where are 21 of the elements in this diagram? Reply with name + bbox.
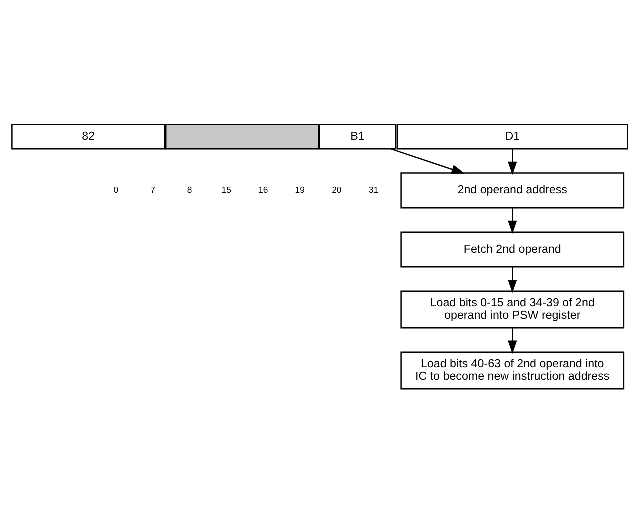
- node-box: D1: [396, 124, 628, 150]
- node-box: Load bits 0-15 and 34-39 of 2nd operand into PSW register: [400, 290, 625, 329]
- label: 31: [368, 184, 379, 195]
- label: 7: [150, 184, 156, 195]
- node-box: 2nd operand address: [400, 172, 625, 209]
- label: 0: [114, 184, 119, 195]
- label: 8: [187, 184, 192, 195]
- node-box: B1: [318, 124, 397, 150]
- node-box: Load bits 40-63 of 2nd operand into IC to become new instruction address: [400, 352, 625, 390]
- label: 20: [332, 184, 342, 195]
- label: 15: [222, 184, 232, 195]
- label: 16: [258, 184, 268, 195]
- node-box: Fetch 2nd operand: [400, 232, 625, 268]
- label: 19: [295, 184, 306, 195]
- arrow: [508, 208, 518, 234]
- arrow: [391, 148, 465, 174]
- node-box: [165, 124, 320, 150]
- arrow: [508, 267, 518, 294]
- arrow: [508, 328, 518, 354]
- node-box: 82: [12, 124, 166, 150]
- arrow: [508, 149, 518, 176]
